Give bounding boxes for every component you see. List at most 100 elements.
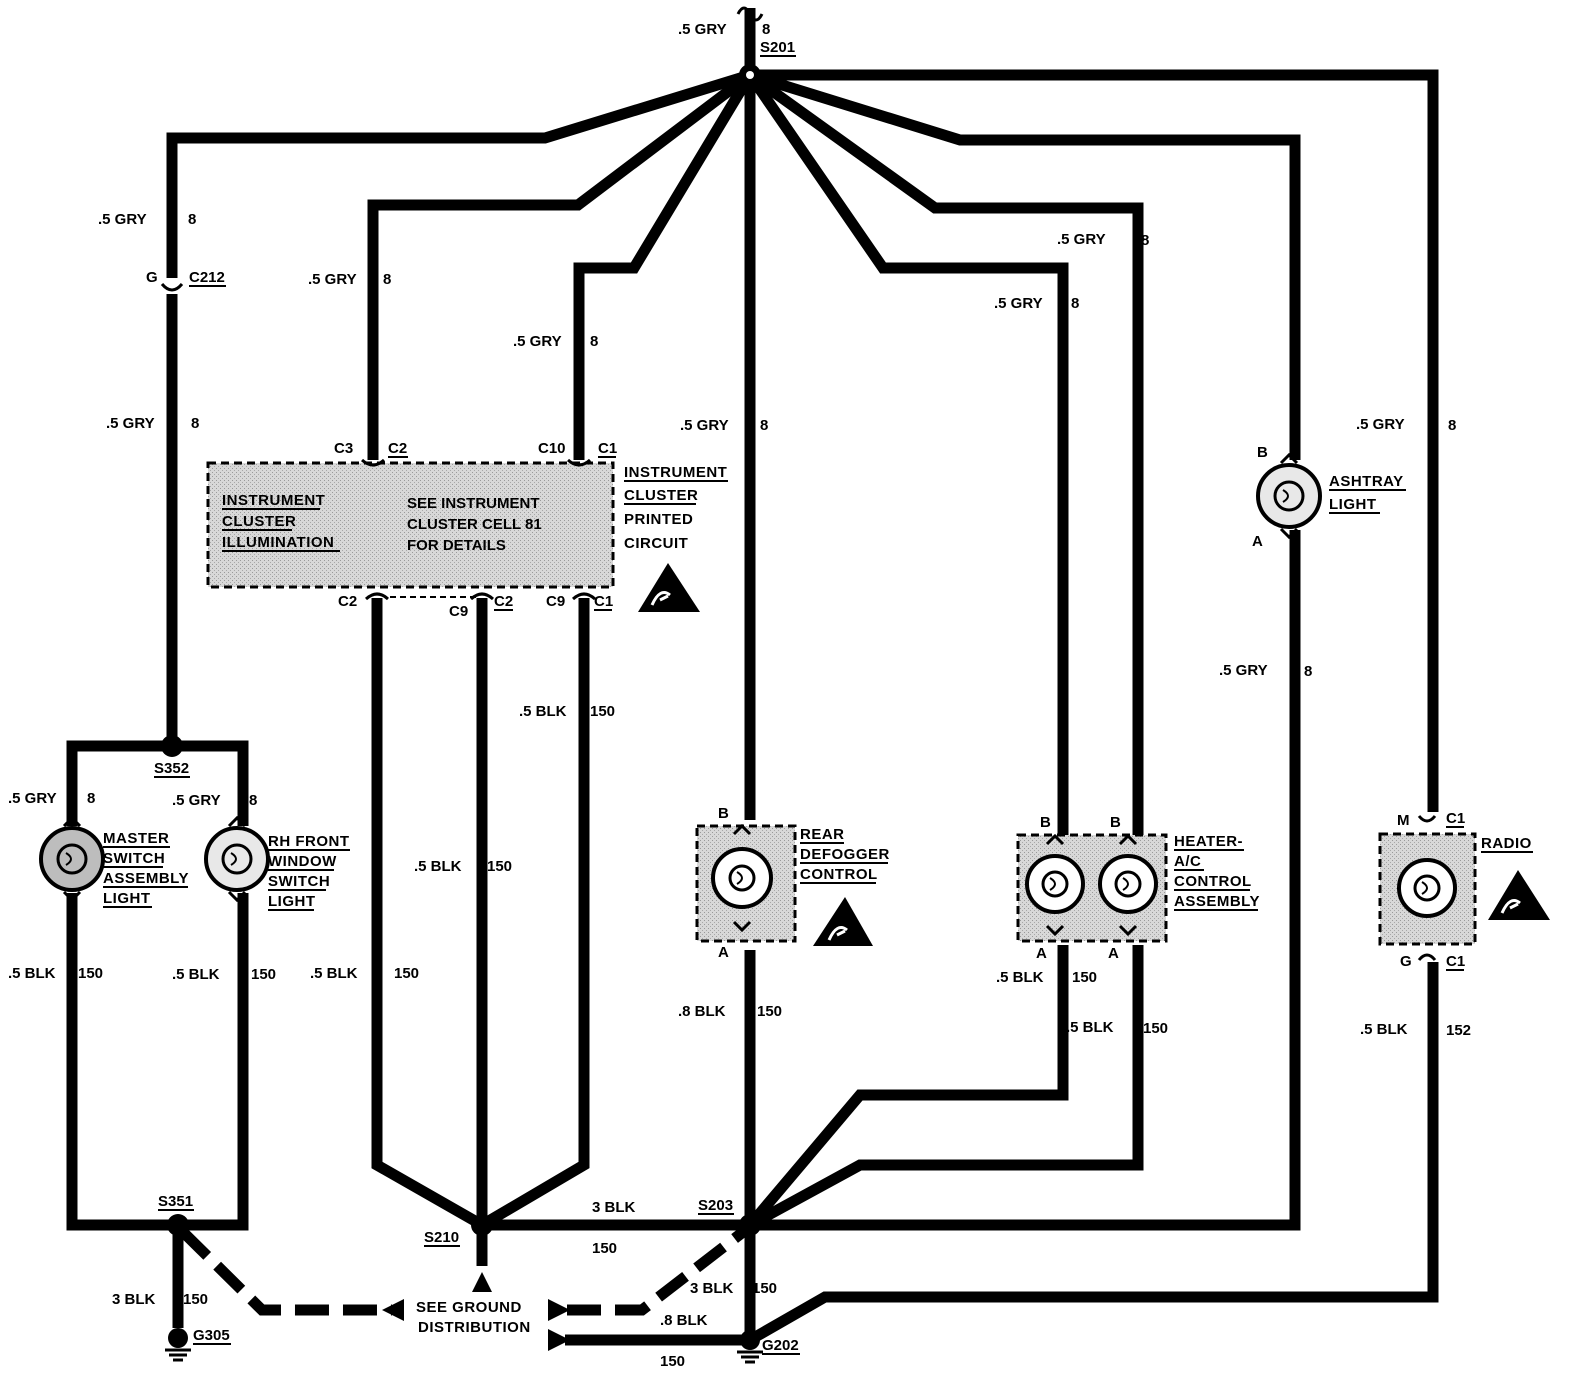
wire-color: .5 GRY <box>1057 231 1106 248</box>
wire-end-tilde <box>736 6 764 22</box>
heater-ac-label: CONTROL <box>1174 873 1252 890</box>
master-switch-label: ASSEMBLY <box>103 870 189 887</box>
ic-inner-label: CLUSTER <box>222 513 296 530</box>
radio-box <box>1378 815 1477 961</box>
wire-circuit: 150 <box>394 965 419 982</box>
master-switch-label: SWITCH <box>103 850 165 867</box>
rh-front-window-bulb-icon <box>204 815 270 903</box>
wire-circuit: 150 <box>660 1353 685 1370</box>
wire-color: .5 BLK <box>172 966 220 983</box>
wire-color: .5 GRY <box>1356 416 1405 433</box>
ground-g202-symbol <box>737 1330 763 1364</box>
splice-label: S351 <box>158 1193 193 1210</box>
wire-color: .5 GRY <box>678 21 727 38</box>
ic-pin-label: C2 <box>388 440 407 457</box>
wire-color: .5 BLK <box>996 969 1044 986</box>
heater-ac-box <box>1016 833 1168 943</box>
ic-side-label: CLUSTER <box>624 487 698 504</box>
ic-inner-label: ILLUMINATION <box>222 534 334 551</box>
wire-circuit: 8 <box>188 211 196 228</box>
ic-pin-label: C2 <box>338 593 357 610</box>
wire-circuit: 8 <box>87 790 95 807</box>
ic-pin-label: C2 <box>494 593 513 610</box>
splice-s352 <box>161 735 183 757</box>
heater-ac-label: HEATER- <box>1174 833 1243 850</box>
ashtray-light-label: LIGHT <box>1329 496 1377 513</box>
wire-color: .5 GRY <box>680 417 729 434</box>
ground-label: G202 <box>762 1337 799 1354</box>
ashtray-light-label: ASHTRAY <box>1329 473 1404 490</box>
ic-inner-label: INSTRUMENT <box>222 492 325 509</box>
heater-pin-label: A <box>1036 945 1047 962</box>
ground-label: G305 <box>193 1327 230 1344</box>
splice-label: S201 <box>760 39 795 56</box>
rear-defogger-label: REAR <box>800 826 845 843</box>
wire-color: .5 GRY <box>172 792 221 809</box>
radio-label: RADIO <box>1481 835 1532 852</box>
wire-circuit: 8 <box>1448 417 1456 434</box>
splice-s201 <box>739 64 761 86</box>
splice-s210 <box>471 1214 493 1236</box>
ic-side-label: PRINTED <box>624 511 693 528</box>
ic-note-label: CLUSTER CELL 81 <box>407 516 542 533</box>
wire-circuit: 8 <box>383 271 391 288</box>
wire-color: .8 BLK <box>678 1003 726 1020</box>
wire-circuit: 8 <box>762 21 770 38</box>
rear-defogger-box <box>695 823 797 943</box>
wire-circuit: 150 <box>78 965 103 982</box>
esd-warning-icon <box>638 563 700 612</box>
master-switch-bulb-icon <box>39 815 105 903</box>
ic-pin-label: C9 <box>546 593 565 610</box>
heater-ac-label: ASSEMBLY <box>1174 893 1260 910</box>
wire-circuit: 8 <box>1141 232 1149 249</box>
wire-color: .5 GRY <box>513 333 562 350</box>
wire-color: .5 GRY <box>1219 662 1268 679</box>
wire-circuit: 8 <box>1071 295 1079 312</box>
wire-color: .8 BLK <box>660 1312 708 1329</box>
connector-pin-label: G <box>146 269 158 286</box>
wire-color: .5 BLK <box>1066 1019 1114 1036</box>
wire-color: .5 GRY <box>106 415 155 432</box>
wire-color: 3 BLK <box>690 1280 734 1297</box>
heater-pin-label: B <box>1110 814 1121 831</box>
arrowheads <box>382 1272 570 1351</box>
connector-c212-symbol <box>160 282 184 292</box>
gry-wires <box>66 8 1439 835</box>
radio-pin-label: C1 <box>1446 953 1465 970</box>
master-switch-label: LIGHT <box>103 890 151 907</box>
wire-circuit: 152 <box>1446 1022 1471 1039</box>
rear-defogger-label: DEFOGGER <box>800 846 890 863</box>
wire-circuit: 8 <box>590 333 598 350</box>
blk-wires <box>66 530 1439 1346</box>
wire-circuit: 8 <box>760 417 768 434</box>
wire-circuit: 8 <box>191 415 199 432</box>
wire-circuit: 8 <box>1304 663 1312 680</box>
wire-color: .5 BLK <box>519 703 567 720</box>
ic-pin-label: C10 <box>538 440 566 457</box>
wire-circuit: 150 <box>487 858 512 875</box>
splice-label: S203 <box>698 1197 733 1214</box>
see-ground-label: DISTRIBUTION <box>418 1319 531 1336</box>
wire-circuit: 150 <box>590 703 615 720</box>
master-switch-label: MASTER <box>103 830 169 847</box>
wire-color: .5 BLK <box>1360 1021 1408 1038</box>
ic-pin-label: C1 <box>598 440 617 457</box>
splice-dots <box>161 64 761 1236</box>
rh-front-window-label: SWITCH <box>268 873 330 890</box>
ic-pin-label: C9 <box>449 603 468 620</box>
rh-front-window-label: RH FRONT <box>268 833 350 850</box>
heater-pin-label: A <box>1108 945 1119 962</box>
wire-circuit: 8 <box>249 792 257 809</box>
ashtray-pin-label: B <box>1257 444 1268 461</box>
splice-s203 <box>739 1214 761 1236</box>
ashtray-pin-label: A <box>1252 533 1263 550</box>
wire-circuit: 150 <box>1143 1020 1168 1037</box>
wire-color: 3 BLK <box>112 1291 156 1308</box>
wire-color: .5 BLK <box>8 965 56 982</box>
ic-note-label: SEE INSTRUMENT <box>407 495 540 512</box>
connector-label: C212 <box>189 269 225 286</box>
wire-color: .5 GRY <box>8 790 57 807</box>
rear-defogger-label: CONTROL <box>800 866 878 883</box>
wire-color: .5 BLK <box>310 965 358 982</box>
